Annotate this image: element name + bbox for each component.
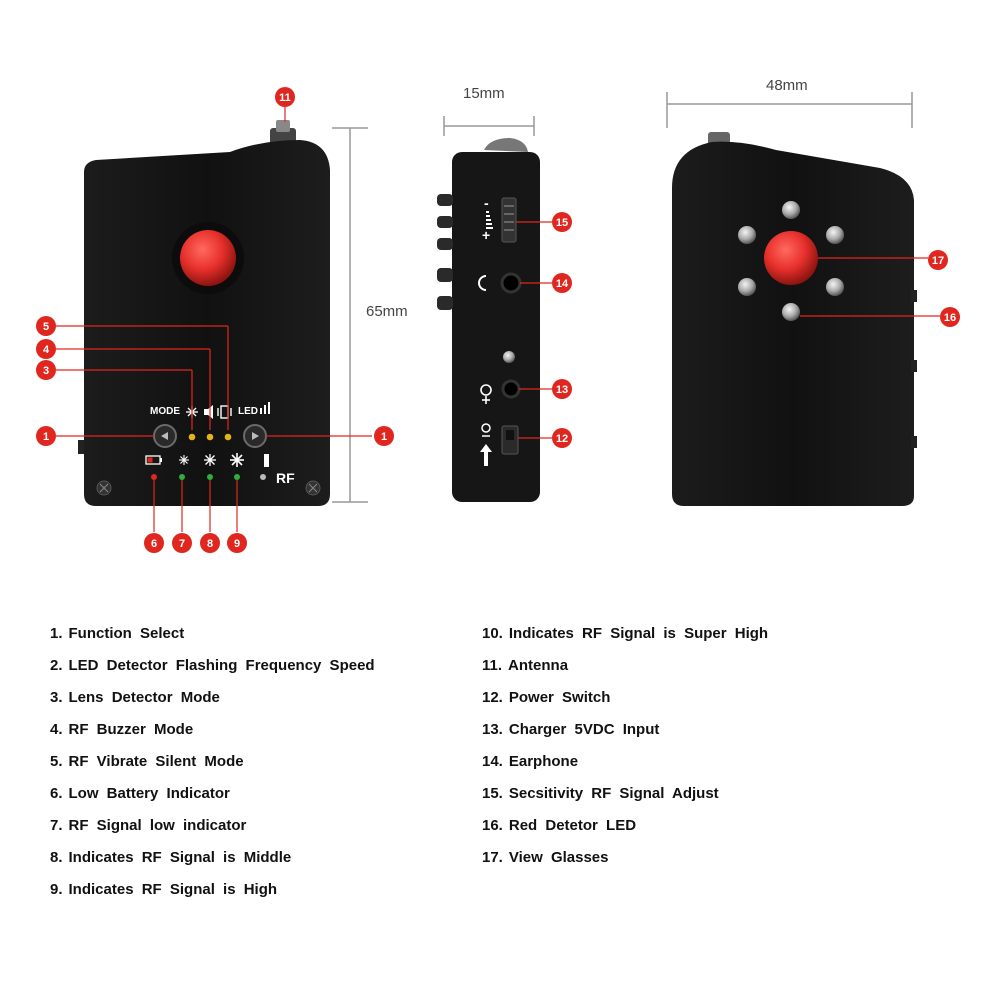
legend-item: 1.Function Select (50, 625, 185, 642)
rf-middle-icon (204, 454, 216, 466)
rf-super-high-led (260, 474, 266, 480)
product-diagram: 65mm 15mm 48mm MODE LED (36, 77, 960, 553)
callout-16: 16 (944, 312, 956, 324)
callout-1-right: 1 (381, 431, 387, 443)
rf-low-icon (179, 455, 189, 465)
front-view-device: MODE LED (78, 120, 330, 506)
buzzer-mode-led (206, 433, 214, 441)
mode-label: MODE (150, 406, 180, 417)
sensitivity-scale-icon (486, 211, 493, 229)
callout-17: 17 (932, 255, 944, 267)
right-arrow-icon (252, 432, 259, 440)
rf-label: RF (276, 470, 295, 486)
sensitivity-plus-label: + (482, 227, 490, 243)
legend-item: 10.Indicates RF Signal is Super High (482, 625, 769, 642)
left-arrow-icon (161, 432, 168, 440)
side-knob-icon (437, 194, 453, 310)
callout-3: 3 (43, 365, 49, 377)
red-detector-led (738, 226, 756, 244)
charger-icon (480, 384, 492, 404)
legend-item: 8.Indicates RF Signal is Middle (50, 849, 292, 866)
red-detector-led (826, 226, 844, 244)
vibrate-mode-led (224, 433, 232, 441)
legend-item: 3.Lens Detector Mode (50, 689, 220, 706)
legend-item: 4.RF Buzzer Mode (50, 721, 194, 738)
charger-port[interactable] (501, 379, 521, 399)
charge-indicator-led (503, 351, 515, 363)
red-detector-led (782, 303, 800, 321)
depth-dimension (443, 116, 535, 136)
up-arrow-icon (480, 444, 492, 466)
callout-leader-lines (56, 107, 940, 532)
led-signal-bars-icon (260, 402, 270, 414)
light-mode-led (188, 433, 196, 441)
legend-list-left: 1.Function Select 2.LED Detector Flashin… (50, 618, 375, 906)
legend-item: 17.View Glasses (482, 849, 609, 866)
headphone-icon (478, 275, 487, 291)
callout-5: 5 (43, 321, 49, 333)
callout-badges: 11 5 4 3 1 1 6 7 8 9 15 14 13 12 17 16 (36, 87, 960, 553)
callout-11: 11 (279, 92, 291, 104)
legend-item: 2.LED Detector Flashing Frequency Speed (50, 657, 375, 674)
red-detector-led (782, 201, 800, 219)
callout-4: 4 (43, 344, 50, 356)
rf-low-led (179, 474, 185, 480)
callout-12: 12 (556, 433, 568, 445)
front-lens (180, 230, 236, 286)
power-on-icon (481, 423, 491, 437)
callout-14: 14 (556, 278, 569, 290)
legend-item: 14.Earphone (482, 753, 579, 770)
callout-8: 8 (207, 538, 213, 550)
rf-high-led (234, 474, 240, 480)
sensitivity-dial[interactable] (501, 197, 517, 243)
legend-item: 15.Secsitivity RF Signal Adjust (482, 785, 719, 802)
height-dimension (332, 127, 368, 503)
callout-9: 9 (234, 538, 240, 550)
battery-icon (145, 455, 162, 465)
legend-item: 7.RF Signal low indicator (50, 817, 247, 834)
legend-item: 16.Red Detetor LED (482, 817, 637, 834)
low-battery-led (151, 474, 157, 480)
legend-item: 5.RF Vibrate Silent Mode (50, 753, 244, 770)
legend-item: 9.Indicates RF Signal is High (50, 881, 278, 898)
callout-1-left: 1 (43, 431, 49, 443)
side-view-device: - + (437, 138, 540, 502)
height-dimension-label: 65mm (366, 303, 408, 320)
legend-list-right: 10.Indicates RF Signal is Super High 11.… (482, 618, 768, 874)
earphone-jack[interactable] (500, 272, 522, 294)
red-detector-led (738, 278, 756, 296)
sensitivity-minus-label: - (484, 195, 489, 211)
legend-item: 13.Charger 5VDC Input (482, 721, 660, 738)
width-dimension (666, 92, 913, 128)
callout-6: 6 (151, 538, 157, 550)
width-dimension-label: 48mm (766, 77, 808, 94)
rf-super-high-icon (264, 454, 269, 467)
legend-item: 6.Low Battery Indicator (50, 785, 230, 802)
callout-13: 13 (556, 384, 568, 396)
screw-icon (96, 480, 112, 496)
rf-middle-led (207, 474, 213, 480)
back-view-device (672, 132, 917, 506)
rf-high-icon (230, 453, 244, 467)
red-detector-led (826, 278, 844, 296)
depth-dimension-label: 15mm (463, 85, 505, 102)
legend-item: 12.Power Switch (482, 689, 611, 706)
callout-7: 7 (179, 538, 185, 550)
led-label: LED (238, 406, 258, 417)
view-glasses-lens (764, 231, 818, 285)
screw-icon (305, 480, 321, 496)
callout-15: 15 (556, 217, 568, 229)
legend-item: 11.Antenna (482, 657, 569, 674)
